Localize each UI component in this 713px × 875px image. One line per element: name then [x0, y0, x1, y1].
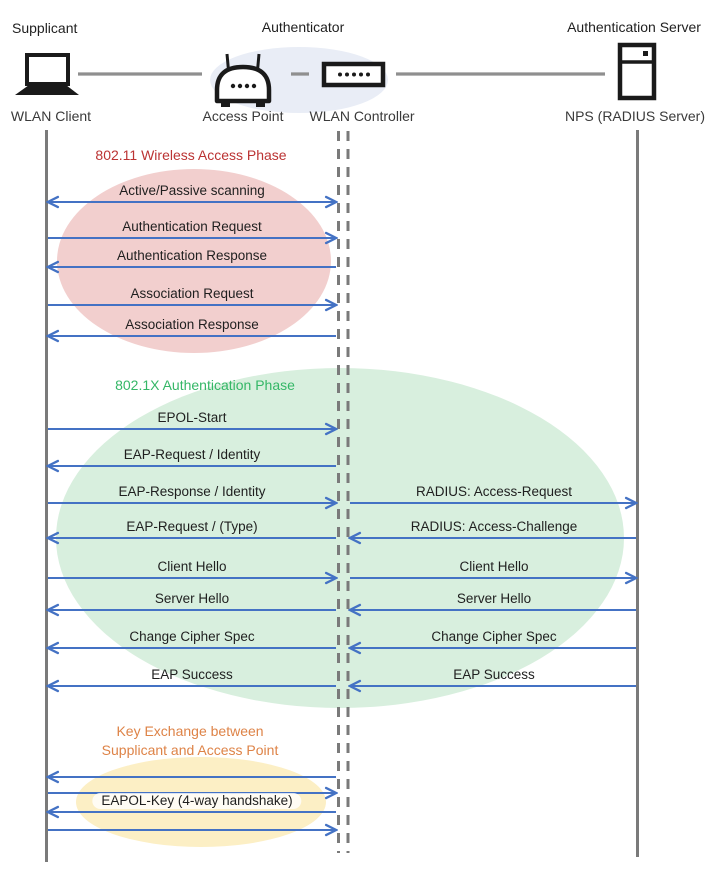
server-icon — [617, 42, 657, 101]
wireless-access-phase-ellipse — [57, 169, 331, 353]
laptop-icon — [15, 53, 79, 95]
access-point-icon — [214, 53, 272, 107]
message-arrows — [48, 202, 636, 830]
dot1x-auth-phase-ellipse — [56, 368, 624, 708]
wlan-controller-icon — [321, 61, 386, 88]
key-exchange-phase-ellipse — [76, 757, 326, 847]
